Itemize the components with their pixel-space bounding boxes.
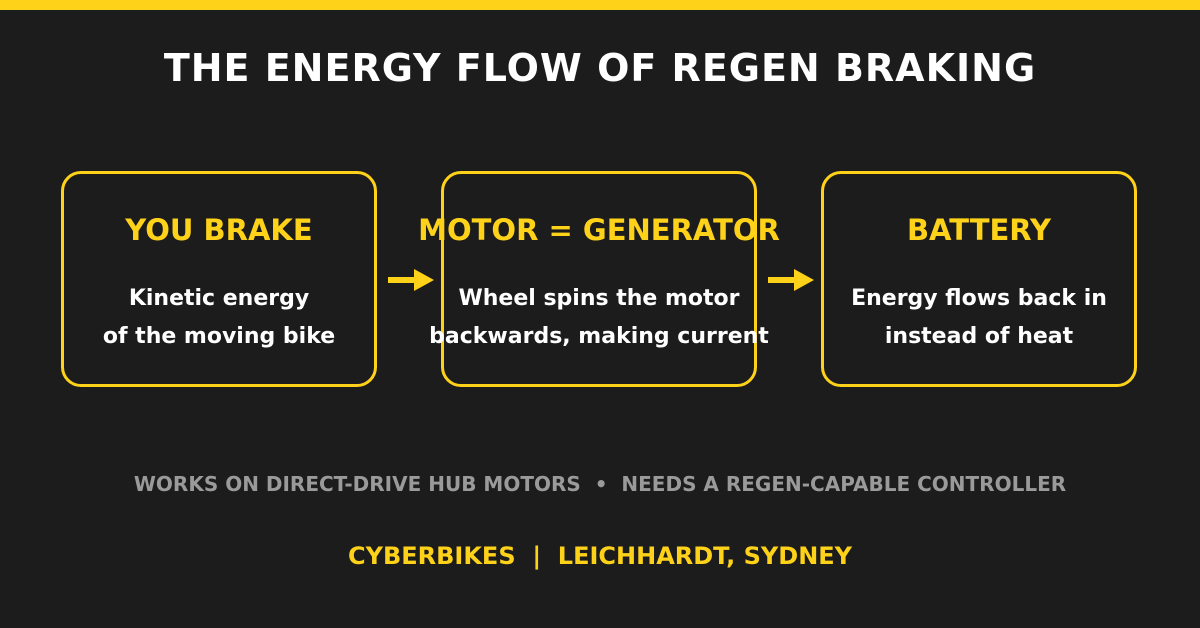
- step-body: Wheel spins the motor backwards, making …: [384, 280, 814, 356]
- brand-location-line: CYBERBIKES | LEICHHARDT, SYDNEY: [347, 542, 853, 570]
- step-heading: YOU BRAKE: [125, 213, 313, 247]
- step-body-line: backwards, making current: [429, 324, 769, 349]
- page-title: THE ENERGY FLOW OF REGEN BRAKING: [163, 46, 1037, 90]
- step-body: Energy flows back in instead of heat: [764, 280, 1194, 356]
- step-body-line: Kinetic energy: [128, 286, 310, 311]
- step-body-line: Wheel spins the motor: [458, 286, 740, 311]
- step-body-line: Energy flows back in: [851, 286, 1107, 311]
- arrow-right-icon: [768, 269, 814, 291]
- step-body-line: of the moving bike: [102, 324, 336, 349]
- arrow-right-icon: [388, 269, 434, 291]
- step-body: Kinetic energy of the moving bike: [4, 280, 434, 356]
- step-box-motor-generator: MOTOR = GENERATOR Wheel spins the motor …: [418, 171, 780, 387]
- step-body-line: instead of heat: [884, 324, 1074, 349]
- step-heading: MOTOR = GENERATOR: [418, 213, 780, 247]
- step-heading: BATTERY: [906, 213, 1052, 247]
- step-box-battery: BATTERY Energy flows back in instead of …: [821, 171, 1137, 387]
- requirements-footnote: WORKS ON DIRECT-DRIVE HUB MOTORS • NEEDS…: [133, 472, 1067, 496]
- top-accent-bar: [0, 0, 1200, 10]
- step-box-you-brake: YOU BRAKE Kinetic energy of the moving b…: [61, 171, 377, 387]
